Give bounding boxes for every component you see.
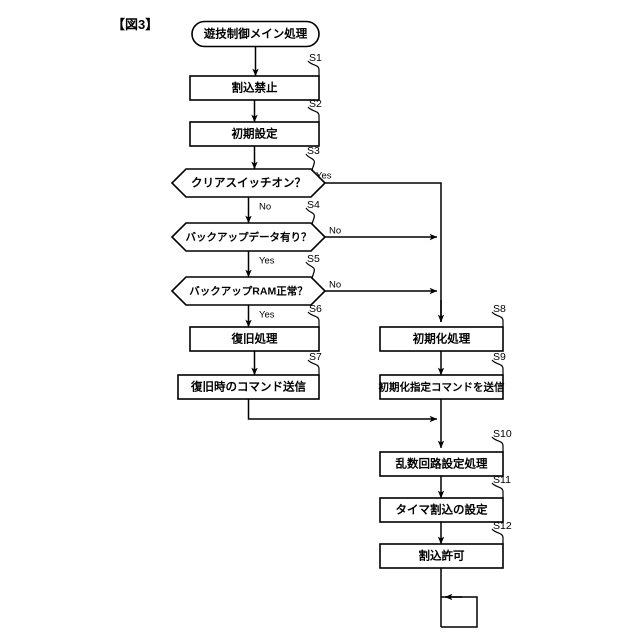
node-s6: 復旧処理 S6 bbox=[189, 303, 322, 352]
branch-label-s3-no: No bbox=[259, 202, 271, 213]
node-s5-label: バックアップRAM正常？ bbox=[189, 284, 307, 297]
node-s11: タイマ割込の設定 S11 bbox=[379, 474, 511, 523]
branch-label-s5-yes: Yes bbox=[259, 310, 275, 321]
node-s8-label: 初期化処理 bbox=[413, 332, 471, 346]
start-node: 遊技制御メイン処理 bbox=[191, 20, 320, 48]
node-s10: 乱数回路設定処理 S10 bbox=[379, 428, 512, 477]
branch-label-s4-yes: Yes bbox=[259, 256, 275, 267]
step-label-s10: S10 bbox=[493, 428, 512, 440]
node-s7-label: 復旧時のコマンド送信 bbox=[190, 380, 306, 394]
node-s4-label: バックアップデータ有り？ bbox=[186, 230, 312, 243]
step-label-s7: S7 bbox=[309, 351, 322, 363]
node-s1: 割込禁止 S1 bbox=[189, 52, 322, 101]
node-s5: バックアップRAM正常？ S5 No Yes bbox=[170, 253, 341, 321]
node-s9-label: 初期化指定コマンドを送信 bbox=[379, 380, 505, 393]
step-label-s5: S5 bbox=[307, 253, 320, 265]
node-s3: クリアスイッチオン？ S3 Yes No bbox=[170, 145, 332, 213]
node-s6-label: 復旧処理 bbox=[231, 332, 278, 346]
step-label-s11: S11 bbox=[493, 474, 511, 486]
step-label-s2: S2 bbox=[309, 98, 322, 110]
step-label-s6: S6 bbox=[309, 303, 322, 315]
branch-label-s5-no: No bbox=[329, 280, 341, 291]
node-s12: 割込許可 S12 bbox=[379, 520, 512, 569]
edge-loop-back bbox=[441, 596, 478, 628]
node-s10-label: 乱数回路設定処理 bbox=[396, 457, 488, 471]
branch-label-s3-yes: Yes bbox=[316, 171, 332, 182]
node-s12-label: 割込許可 bbox=[419, 549, 465, 563]
step-label-s9: S9 bbox=[493, 351, 506, 363]
node-s7: 復旧時のコマンド送信 S7 bbox=[177, 351, 322, 400]
step-label-s4: S4 bbox=[307, 199, 320, 211]
step-label-s1: S1 bbox=[309, 52, 322, 64]
node-s2-label: 初期設定 bbox=[232, 127, 278, 141]
edge-s3-yes-to-right-column bbox=[325, 182, 442, 322]
step-label-s8: S8 bbox=[493, 303, 506, 315]
node-s1-label: 割込禁止 bbox=[232, 81, 278, 95]
figure-title: 【図3】 bbox=[112, 17, 159, 32]
branch-label-s4-no: No bbox=[329, 226, 341, 237]
node-s8: 初期化処理 S8 bbox=[379, 303, 506, 352]
step-label-s12: S12 bbox=[493, 520, 512, 532]
node-s11-label: タイマ割込の設定 bbox=[396, 503, 488, 517]
node-s9: 初期化指定コマンドを送信 S9 bbox=[379, 351, 506, 400]
start-node-label: 遊技制御メイン処理 bbox=[204, 27, 308, 41]
edge-s7-to-right-column bbox=[247, 399, 438, 423]
node-s2: 初期設定 S2 bbox=[189, 98, 322, 147]
node-s4: バックアップデータ有り？ S4 No Yes bbox=[170, 199, 341, 267]
step-label-s3: S3 bbox=[307, 145, 320, 157]
node-s3-label: クリアスイッチオン？ bbox=[191, 177, 306, 190]
